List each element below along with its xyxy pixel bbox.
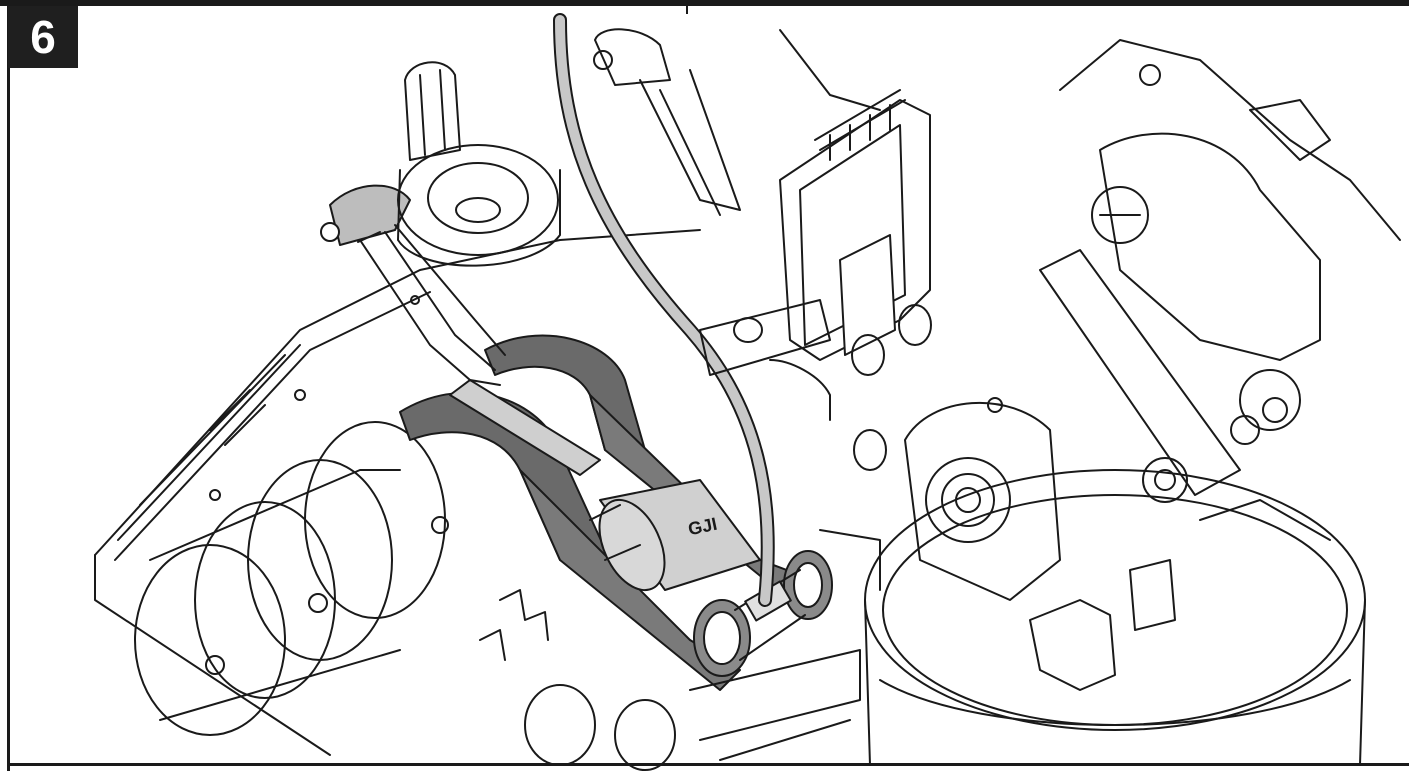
top-border: [0, 0, 1409, 6]
step-number: 6: [30, 11, 56, 63]
center-bracket: [699, 89, 932, 591]
pliers-tool: [320, 184, 506, 386]
motor-hub: [904, 397, 1061, 601]
roller-discs: [134, 421, 549, 736]
front-rollers: [524, 649, 861, 771]
base-tray: [94, 229, 701, 756]
flexible-tube: [553, 13, 775, 607]
gearbox-housing: [1039, 39, 1401, 503]
adjuster-knob: [397, 61, 561, 267]
upper-arm: [593, 28, 881, 216]
top-divider: [686, 0, 688, 14]
left-border: [7, 0, 10, 771]
step-badge: 6: [8, 6, 78, 68]
carriage-cylinder: [449, 379, 761, 592]
cylindrical-tank: [864, 469, 1366, 766]
bottom-border: [7, 763, 1409, 766]
